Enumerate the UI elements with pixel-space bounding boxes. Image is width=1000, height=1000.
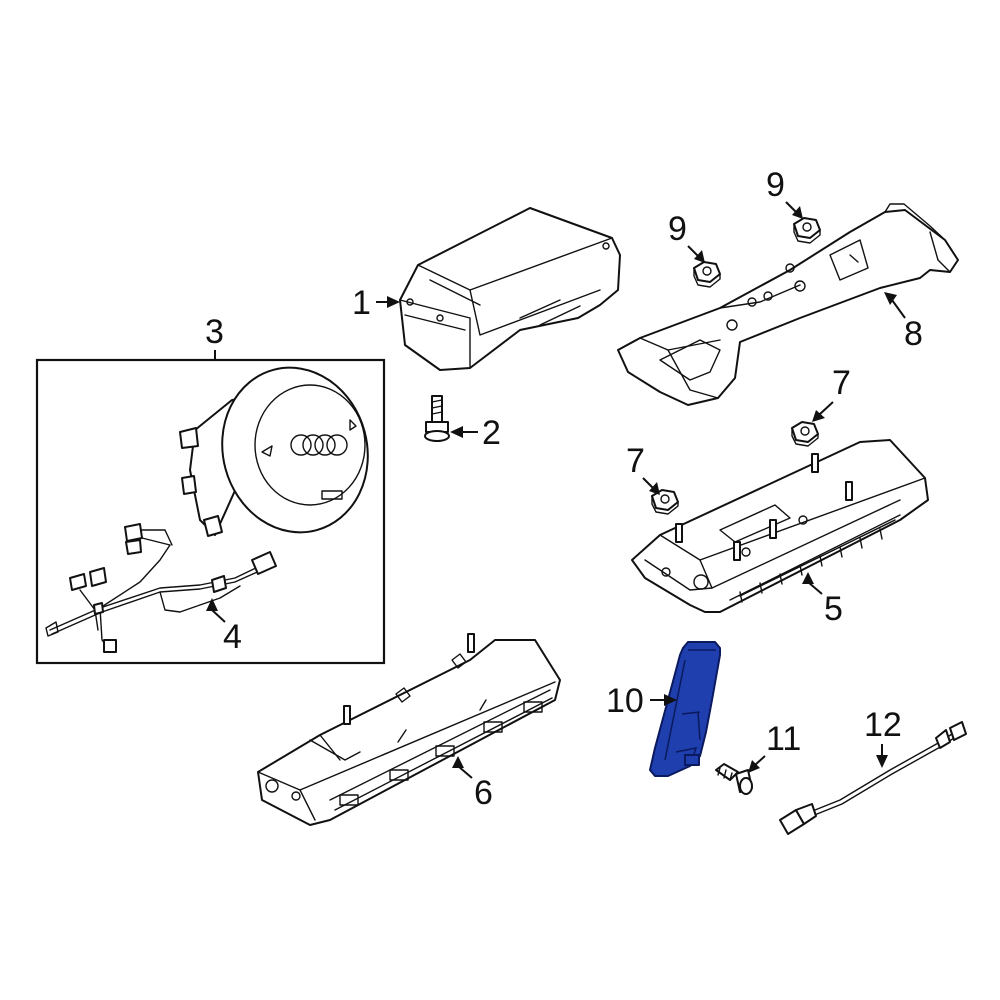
callout-6: 6 [452, 756, 493, 812]
callout-9a-label: 9 [668, 210, 687, 248]
callout-12-label: 12 [864, 706, 902, 744]
callout-3-label: 3 [205, 313, 224, 351]
callout-9b-label: 9 [766, 166, 785, 204]
part-1-passenger-airbag[interactable] [399, 207, 621, 371]
callout-9b: 9 [766, 166, 803, 219]
part-9-nut-left[interactable] [693, 261, 721, 288]
callout-10: 10 [606, 682, 677, 720]
part-5-knee-airbag[interactable] [631, 439, 929, 613]
part-9-nut-right[interactable] [793, 217, 821, 244]
callout-7a: 7 [626, 442, 660, 495]
part-7-nut-lower[interactable] [651, 489, 679, 515]
part-7-nut-upper[interactable] [791, 421, 819, 447]
callout-3: 3 [205, 313, 224, 360]
part-4-wiring-harness[interactable] [45, 523, 277, 653]
callout-4-label: 4 [223, 618, 242, 656]
part-12-wire[interactable] [779, 721, 967, 835]
callout-4: 4 [206, 598, 242, 656]
part-11-screw[interactable] [715, 763, 753, 795]
part-10-highlighted-module[interactable] [649, 641, 721, 777]
callout-6-label: 6 [474, 774, 493, 812]
callout-10-label: 10 [606, 682, 644, 720]
part-6-knee-airbag[interactable] [257, 633, 561, 826]
callout-7b: 7 [812, 364, 851, 422]
callout-8-label: 8 [904, 315, 923, 353]
callout-2-label: 2 [482, 414, 501, 452]
callout-5-label: 5 [824, 590, 843, 628]
part-8-bracket[interactable] [617, 203, 959, 406]
callout-11: 11 [748, 720, 801, 773]
callout-7b-label: 7 [832, 364, 851, 402]
callout-11-label: 11 [766, 720, 801, 758]
callout-9a: 9 [668, 210, 705, 263]
callout-1: 1 [352, 284, 400, 322]
part-2-bolt[interactable] [424, 395, 450, 442]
callout-5: 5 [802, 572, 843, 628]
driver-airbag-kit-box [35, 358, 386, 665]
part-3-driver-airbag[interactable] [179, 351, 386, 549]
callout-8: 8 [884, 292, 923, 353]
callout-12: 12 [864, 706, 902, 768]
callout-7a-label: 7 [626, 442, 645, 480]
callout-1-label: 1 [352, 284, 371, 322]
callout-2: 2 [450, 414, 501, 452]
